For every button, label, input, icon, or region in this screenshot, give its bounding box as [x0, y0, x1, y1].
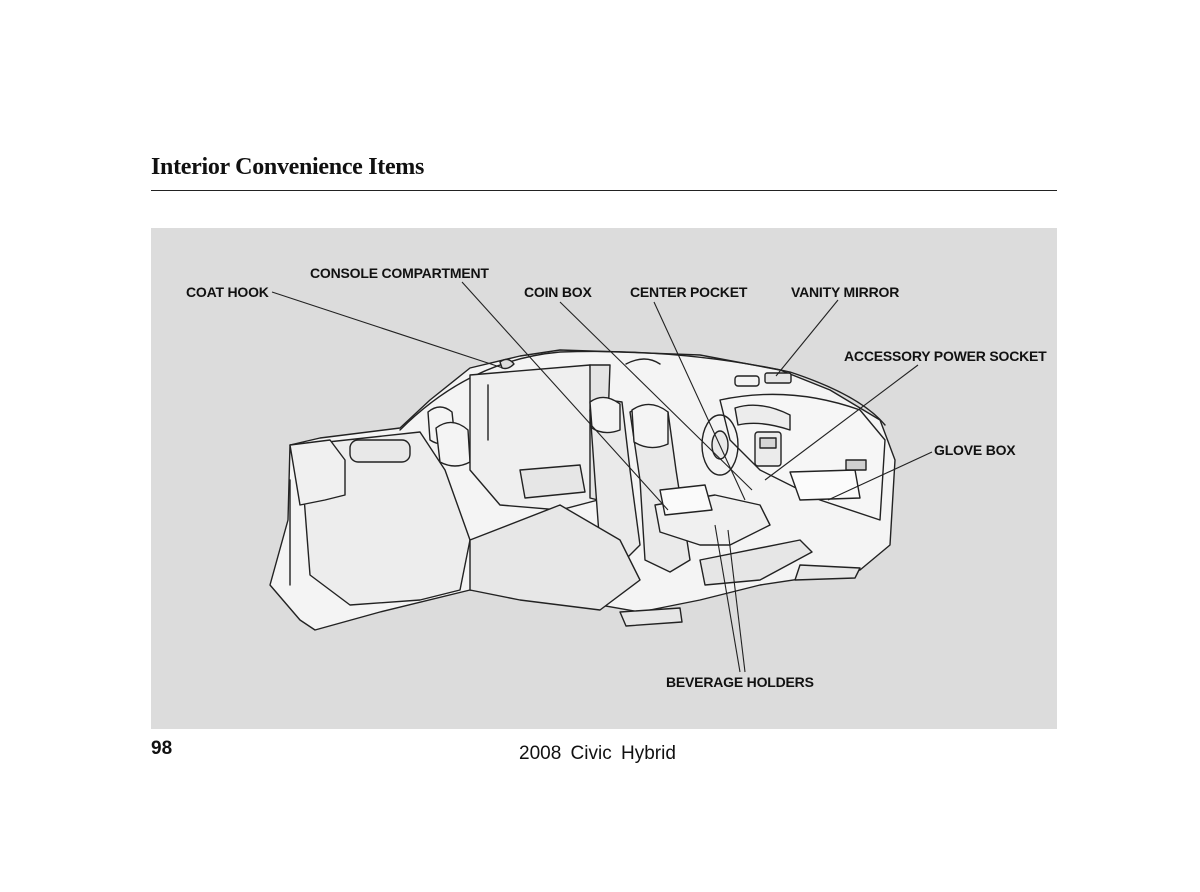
- page-number: 98: [151, 738, 173, 759]
- vanity-mirror-leader: [775, 299, 839, 377]
- coat-hook: [499, 358, 515, 370]
- front-cushion: [699, 539, 813, 586]
- callout-coat-hook: COAT HOOK: [186, 284, 269, 300]
- footer-model: 2008 Civic Hybrid: [519, 743, 676, 764]
- steering-wheel: [701, 414, 739, 476]
- title-divider: [151, 190, 1057, 191]
- console-compartment-leader: [461, 281, 669, 511]
- center-stack: [754, 431, 782, 467]
- front-headrest-left: [589, 396, 621, 434]
- grab-handle: [625, 358, 661, 365]
- callout-console-compartment: CONSOLE COMPARTMENT: [310, 265, 489, 281]
- glove-box-leader: [827, 451, 933, 501]
- vanity-mirror: [764, 372, 792, 384]
- callout-coin-box: COIN BOX: [524, 284, 592, 300]
- center-pocket-leader: [653, 301, 746, 501]
- coin-box-leader: [559, 301, 753, 491]
- rear-cushion: [469, 504, 641, 611]
- callout-beverage-holders: BEVERAGE HOLDERS: [666, 674, 814, 690]
- front-headrest-right: [631, 403, 669, 449]
- beverage-holders-leader-2: [727, 529, 746, 673]
- callout-glove-box: GLOVE BOX: [934, 442, 1016, 458]
- callout-accessory-power-socket: ACCESSORY POWER SOCKET: [844, 348, 1047, 364]
- accessory-power-socket-leader: [764, 364, 919, 481]
- front-floor-mat: [794, 564, 861, 581]
- coat-hook-leader: [271, 291, 504, 369]
- page-title: Interior Convenience Items: [151, 154, 425, 180]
- instrument-hood: [734, 404, 791, 431]
- rear-floor-mat: [619, 607, 683, 627]
- glove-box: [789, 469, 861, 501]
- rearview-mirror: [734, 375, 760, 387]
- beverage-holders-leader-1: [714, 524, 741, 673]
- trunk-area: [289, 439, 346, 506]
- console-armrest: [659, 484, 713, 516]
- callout-center-pocket: CENTER POCKET: [630, 284, 748, 300]
- rear-headrest-right: [435, 421, 471, 467]
- callout-vanity-mirror: VANITY MIRROR: [791, 284, 900, 300]
